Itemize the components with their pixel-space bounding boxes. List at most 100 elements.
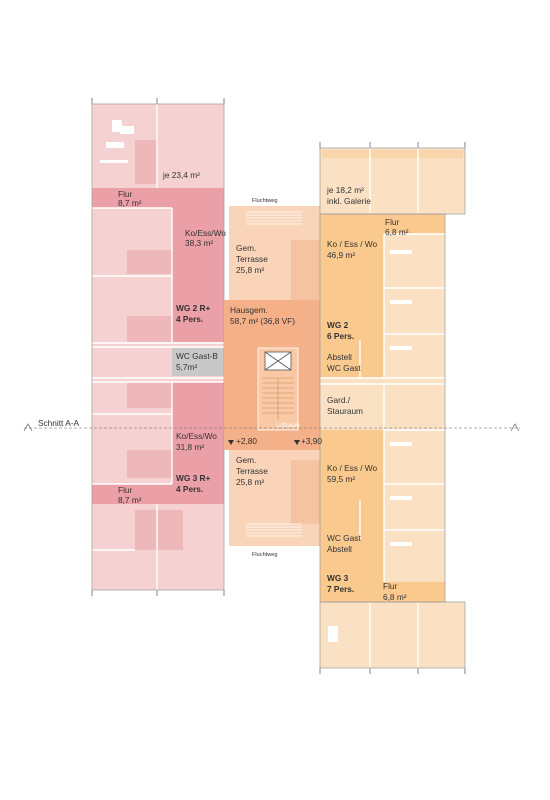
flur-left-top-area: 8,7 m²	[118, 198, 142, 208]
terrasse-top-line3: 25,8 m²	[236, 265, 264, 275]
level-right: +3,90	[301, 436, 322, 446]
furniture	[390, 250, 412, 254]
wc-gast-b-area: 5,7m²	[176, 362, 197, 372]
section-marker-left-icon	[23, 423, 33, 432]
furniture	[112, 120, 122, 132]
wg3r-name: WG 3 R+	[176, 473, 211, 483]
flur-right-bottom-name: Flur	[383, 581, 398, 591]
flur-left-bottom-name: Flur	[118, 485, 133, 495]
left-room-shade	[127, 382, 172, 408]
kew-wg3r-name: Ko/Ess/Wo	[176, 431, 217, 441]
terrace-strip	[291, 460, 320, 524]
stairs-bottom	[246, 523, 302, 537]
furniture	[100, 160, 128, 163]
right-bottom-outline	[319, 601, 466, 669]
right-top-shade	[322, 150, 463, 158]
left-room-shade	[127, 450, 172, 478]
flur-left-top	[92, 188, 224, 208]
level-left: +2,80	[236, 436, 257, 446]
section-label: Schnitt A-A	[38, 418, 80, 428]
living-wg3	[320, 430, 384, 582]
room-right-top-line2: inkl. Galerie	[327, 196, 371, 206]
section-marker-right-icon	[510, 423, 520, 432]
stair-treads	[262, 377, 294, 420]
fluchtweg-bottom: Fluchtweg	[252, 552, 278, 558]
furniture	[390, 300, 412, 304]
living-wg2	[320, 234, 384, 378]
terrasse-bottom-line2: Terrasse	[236, 466, 268, 476]
hausgem-line1: Hausgem.	[230, 305, 268, 315]
kew-wg2r-name: Ko/Ess/Wo	[185, 228, 226, 238]
furniture	[390, 496, 412, 500]
right-wing	[319, 142, 466, 674]
section-line	[23, 423, 520, 432]
lift-icon-cross	[264, 351, 292, 371]
left-wing-posts	[91, 98, 225, 596]
abstell-wc-line1: Abstell	[327, 352, 352, 362]
terrasse-top-line1: Gem.	[236, 243, 256, 253]
gard-line2: Stauraum	[327, 406, 363, 416]
terrasse-bottom-line3: 25,8 m²	[236, 477, 264, 487]
living-wg3r	[172, 382, 224, 484]
furniture	[120, 126, 134, 134]
flur-left-bottom	[92, 484, 224, 504]
wc-gast-b	[172, 348, 224, 376]
flur-right-top-area: 6,8 m²	[385, 227, 409, 237]
flur-left-top-name: Flur	[118, 189, 133, 199]
hausgem-line2: 58,7 m² (36,8 VF)	[230, 316, 295, 326]
wg2-name: WG 2	[327, 320, 349, 330]
terrasse-bottom-line1: Gem.	[236, 455, 256, 465]
stairs-top	[246, 211, 302, 225]
kew-wg2-name: Ko / Ess / Wo	[327, 239, 377, 249]
room-right-top-line1: je 18,2 m²	[326, 185, 364, 195]
wg3r-pers: 4 Pers.	[176, 484, 203, 494]
abstell-wc-line2: WC Gast	[327, 363, 361, 373]
wg3-pers: 7 Pers.	[327, 584, 354, 594]
terrace-strip	[291, 240, 320, 300]
flur-right-bottom	[320, 582, 445, 602]
wc-abstell-line1: WC Gast	[327, 533, 361, 543]
left-room-shade	[127, 250, 172, 274]
flur-right-top-name: Flur	[385, 217, 400, 227]
right-wing-walls	[320, 148, 445, 668]
furniture	[390, 442, 412, 446]
kew-wg2r-area: 38,3 m²	[185, 238, 213, 248]
fluchtweg-top: Fluchtweg	[252, 198, 278, 204]
right-bottom-rooms	[320, 602, 465, 668]
labels: je 23,4 m² Flur 8,7 m² Ko/Ess/Wo 38,3 m²…	[38, 170, 409, 602]
terrasse-top-line2: Terrasse	[236, 254, 268, 264]
wg3-name: WG 3	[327, 573, 349, 583]
wg2-pers: 6 Pers.	[327, 331, 354, 341]
wc-gast-b-name: WC Gast-B	[176, 351, 218, 361]
luftraum-label: Luftraum	[276, 423, 300, 429]
living-wg2r	[172, 208, 224, 342]
right-top-rooms	[320, 148, 465, 214]
left-room-shade	[127, 316, 172, 342]
flur-left-bottom-area: 8,7 m²	[118, 495, 142, 505]
level-marker-left	[228, 440, 234, 445]
furniture	[390, 542, 412, 546]
flur-right-top	[320, 214, 445, 234]
right-wing-posts	[319, 142, 466, 674]
left-wing-walls	[92, 104, 224, 590]
left-room-shade	[135, 510, 183, 550]
gard-line1: Gard./	[327, 395, 351, 405]
left-wing	[91, 98, 225, 596]
furniture	[390, 346, 412, 350]
kew-wg3-area: 59,5 m²	[327, 474, 355, 484]
kew-wg3-name: Ko / Ess / Wo	[327, 463, 377, 473]
kew-wg2-area: 46,9 m²	[327, 250, 355, 260]
furniture	[328, 626, 338, 642]
wc-abstell-line2: Abstell	[327, 544, 352, 554]
kew-wg3r-area: 31,8 m²	[176, 442, 204, 452]
gard-stauraum	[320, 384, 384, 430]
wg2r-pers: 4 Pers.	[176, 314, 203, 324]
level-marker-right	[294, 440, 300, 445]
left-room-shade	[135, 140, 157, 184]
wg2r-name: WG 2 R+	[176, 303, 211, 313]
center-core	[224, 206, 325, 546]
flur-right-bottom-area: 6,8 m²	[383, 592, 407, 602]
room-left-top-area: je 23,4 m²	[162, 170, 200, 180]
furniture	[106, 142, 124, 148]
